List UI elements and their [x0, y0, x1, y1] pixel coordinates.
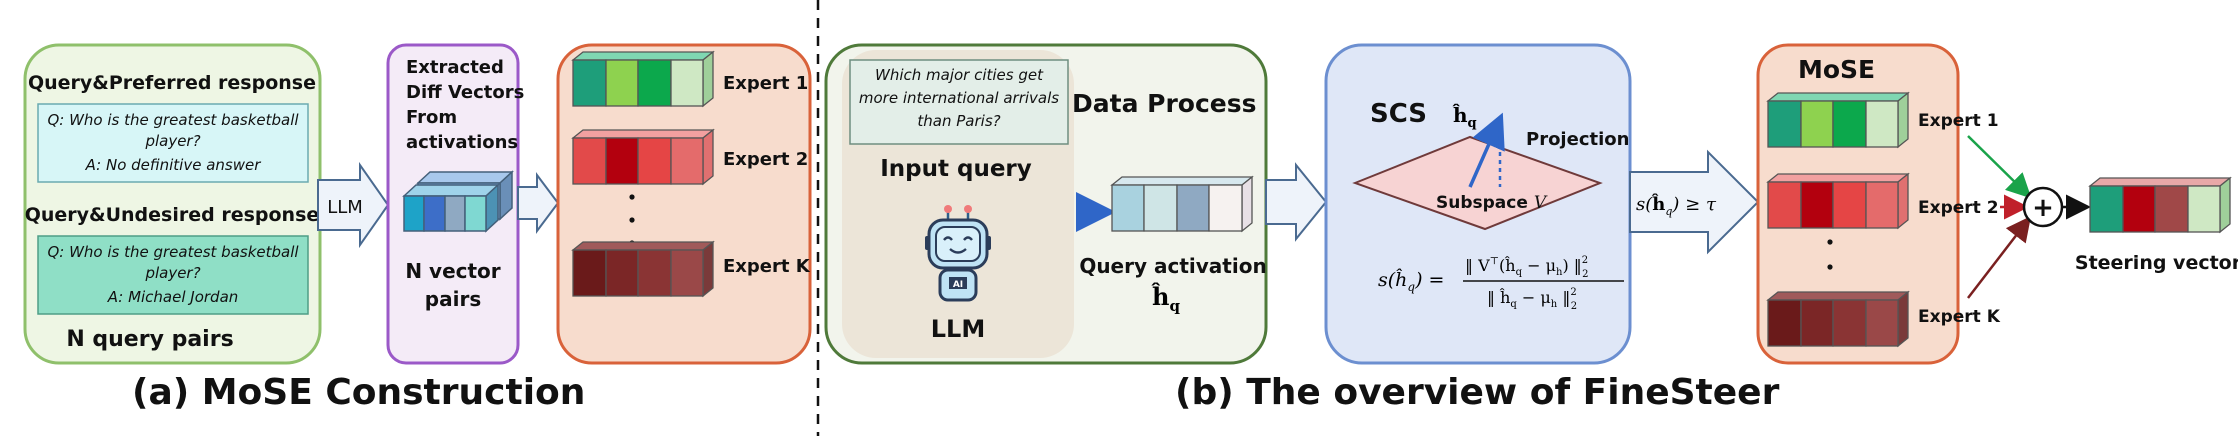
llm-arrow-a [317, 161, 390, 249]
ellipsis-dot [1827, 264, 1833, 270]
mose-expert-k-label: Expert K [1918, 307, 2001, 327]
llm-label-b: LLM [931, 315, 985, 343]
robot-icon [925, 205, 991, 302]
undesired-question-line2: player? [144, 264, 200, 282]
diff-line2: Diff Vectors [406, 82, 524, 103]
threshold-arrow [1629, 149, 1760, 255]
query-pairs-footer: N query pairs [66, 327, 233, 352]
llm-label-a: LLM [327, 197, 363, 218]
mose-expert-2-label: Expert 2 [1918, 198, 1999, 218]
diff-footer2: pairs [425, 287, 481, 311]
input-query-box [849, 59, 1069, 145]
subspace-label: Subspace V [1436, 193, 1548, 213]
ellipsis-dot [629, 217, 635, 223]
h-vector-arrow [1468, 112, 1505, 188]
ellipsis-dot [629, 194, 635, 200]
expert-2-label-a: Expert 2 [723, 149, 808, 170]
formula-lhs: s(ĥq) = [1378, 268, 1444, 294]
diff-line4: activations [406, 132, 518, 153]
subspace-plane [1352, 135, 1603, 231]
caption-b: (b) The overview of FineSteer [1175, 372, 1780, 413]
expert1-to-sum-arrow [1967, 135, 2032, 199]
expert-vector-2-a [571, 128, 715, 186]
query-line1: Which major cities get [875, 66, 1044, 84]
query-activation-symbol: ĥq [1151, 282, 1180, 315]
query-activation-vector [1110, 175, 1254, 233]
steering-vector-label: Steering vector [2075, 252, 2238, 274]
caption-a: (a) MoSE Construction [132, 372, 586, 413]
preferred-question-line2: player? [144, 132, 200, 150]
query-activation-label: Query activation [1079, 254, 1266, 278]
undesired-answer: A: Michael Jordan [107, 288, 239, 306]
mose-expert-vector-1 [1766, 91, 1910, 149]
sum-plus-sign: + [2032, 193, 2054, 223]
robot-badge: AI [953, 280, 963, 290]
query-line3: than Paris? [917, 112, 1000, 130]
diff-line1: Extracted [406, 57, 504, 78]
expert-k-label-a: Expert K [723, 256, 811, 277]
mose-title: MoSE [1798, 55, 1875, 84]
arrow-to-experts-a [517, 172, 560, 234]
preferred-question-line1: Q: Who is the greatest basketball [47, 111, 299, 129]
preferred-title: Query&Preferred response [28, 72, 316, 94]
mose-expert-1-label: Expert 1 [1918, 111, 1999, 131]
preferred-qa-box [37, 103, 309, 183]
stacked-vectors-icon [402, 170, 514, 233]
mose-expert-vector-2 [1766, 172, 1910, 230]
steering-vector [2088, 176, 2232, 234]
input-query-label: Input query [880, 156, 1032, 182]
expert-vector-k-a [571, 240, 715, 298]
undesired-qa-box [37, 235, 309, 315]
expert-vector-1-a [571, 50, 715, 108]
ellipsis-dot [1827, 239, 1833, 245]
data-process-title: Data Process [1072, 89, 1257, 118]
expert-1-label-a: Expert 1 [723, 73, 808, 94]
preferred-answer: A: No definitive answer [85, 156, 262, 174]
projection-label: Projection [1526, 129, 1629, 150]
expertk-to-sum-arrow [1967, 216, 2032, 299]
diff-line3: From [406, 107, 457, 128]
scs-title: SCS [1370, 99, 1427, 129]
scs-h-symbol: ĥq [1452, 103, 1477, 131]
arrow-to-scs [1265, 162, 1328, 242]
undesired-title: Query&Undesired response [25, 204, 320, 226]
undesired-question-line1: Q: Who is the greatest basketball [47, 243, 299, 261]
threshold-label: s(ĥq) ≥ τ [1636, 192, 1717, 218]
diff-footer1: N vector [405, 259, 500, 283]
mose-expert-vector-k [1766, 290, 1910, 348]
query-line2: more international arrivals [859, 89, 1059, 107]
